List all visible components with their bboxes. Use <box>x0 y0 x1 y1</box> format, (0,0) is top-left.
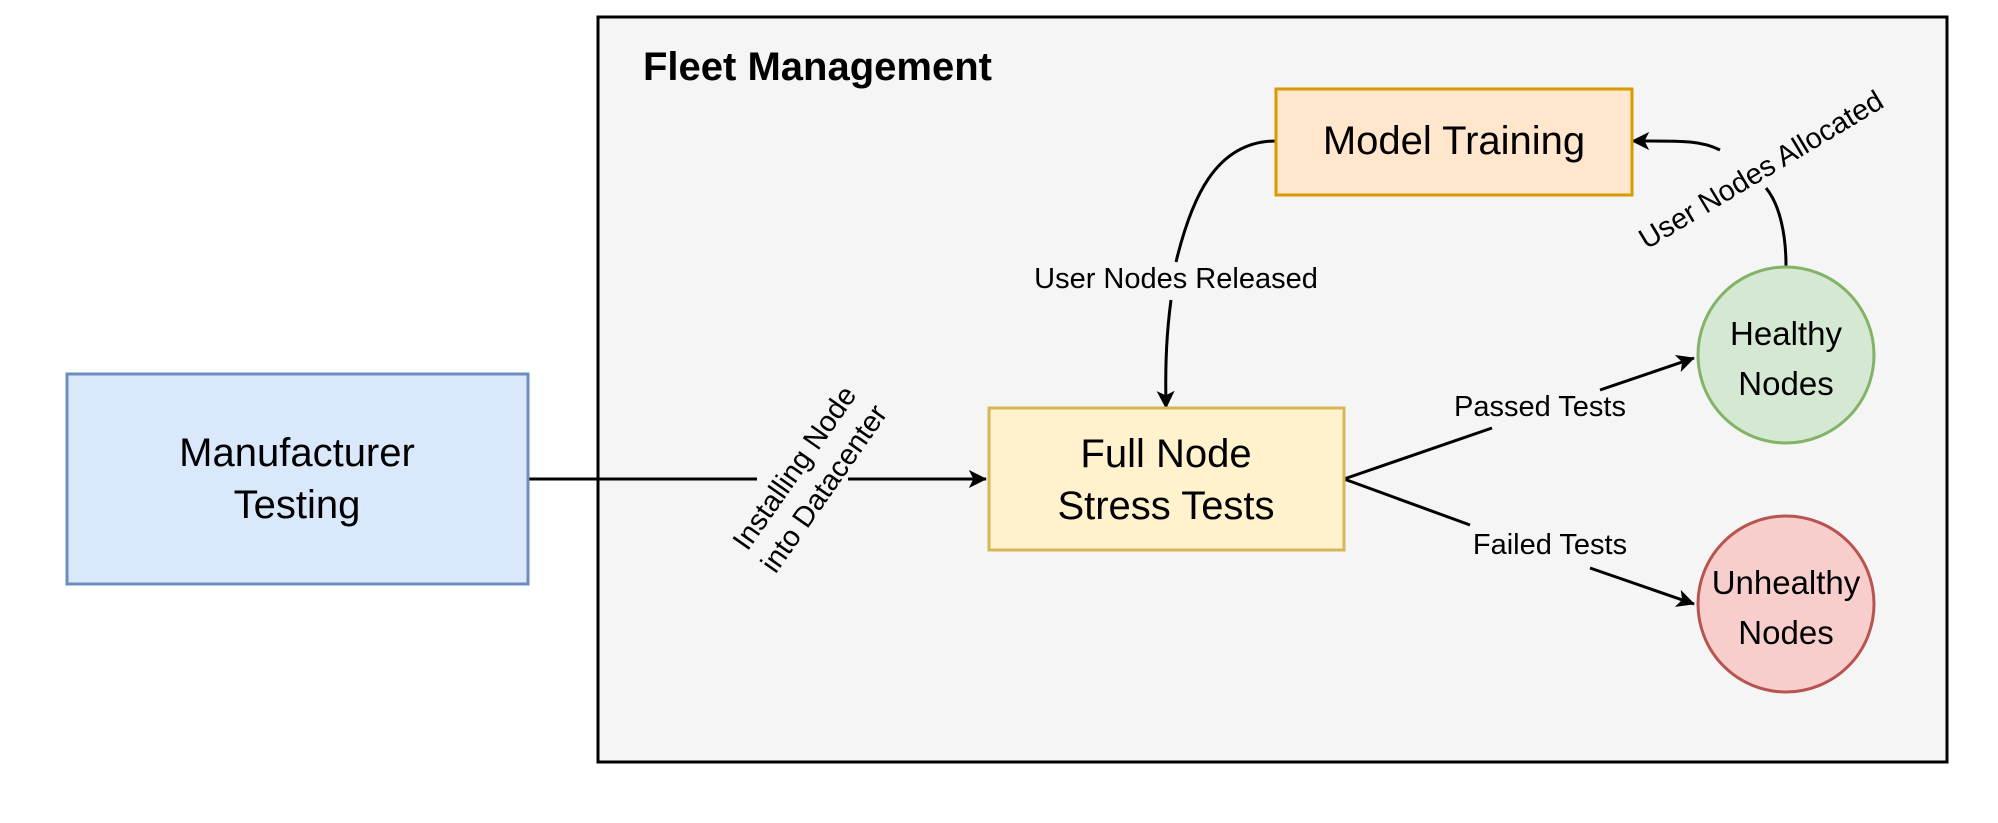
passed-edge <box>1343 358 1694 481</box>
unhealthy-nodes-label-line1: Unhealthy <box>1712 564 1861 601</box>
failed-edge <box>1343 477 1694 604</box>
healthy-nodes-node: Healthy Nodes <box>1696 265 1876 445</box>
model-training-node: Model Training <box>1274 87 1634 197</box>
healthy-nodes-circle <box>1696 265 1876 445</box>
manufacturer-testing-label-line2: Testing <box>234 483 361 527</box>
stress-tests-label-line1: Full Node <box>1080 432 1251 476</box>
released-edge-label: User Nodes Released <box>1034 263 1318 295</box>
container-title: Fleet Management <box>643 45 992 89</box>
allocated-edge <box>1632 141 1788 267</box>
unhealthy-nodes-node: Unhealthy Nodes <box>1696 514 1876 694</box>
manufacturer-testing-label-line1: Manufacturer <box>179 431 415 475</box>
released-edge <box>1166 139 1277 408</box>
model-training-box <box>1274 87 1634 197</box>
healthy-nodes-label-line2: Nodes <box>1738 365 1833 402</box>
unhealthy-nodes-label-line2: Nodes <box>1738 614 1833 651</box>
healthy-nodes-label-line1: Healthy <box>1730 315 1842 352</box>
manufacturer-testing-box <box>65 372 530 586</box>
stress-tests-box <box>987 406 1346 552</box>
failed-edge-label: Failed Tests <box>1473 529 1627 561</box>
manufacturer-testing-node: Manufacturer Testing <box>65 372 530 586</box>
stress-tests-node: Full Node Stress Tests <box>987 406 1346 552</box>
unhealthy-nodes-circle <box>1696 514 1876 694</box>
stress-tests-label-line2: Stress Tests <box>1057 484 1274 528</box>
passed-edge-label: Passed Tests <box>1454 391 1626 423</box>
model-training-label: Model Training <box>1323 119 1585 163</box>
